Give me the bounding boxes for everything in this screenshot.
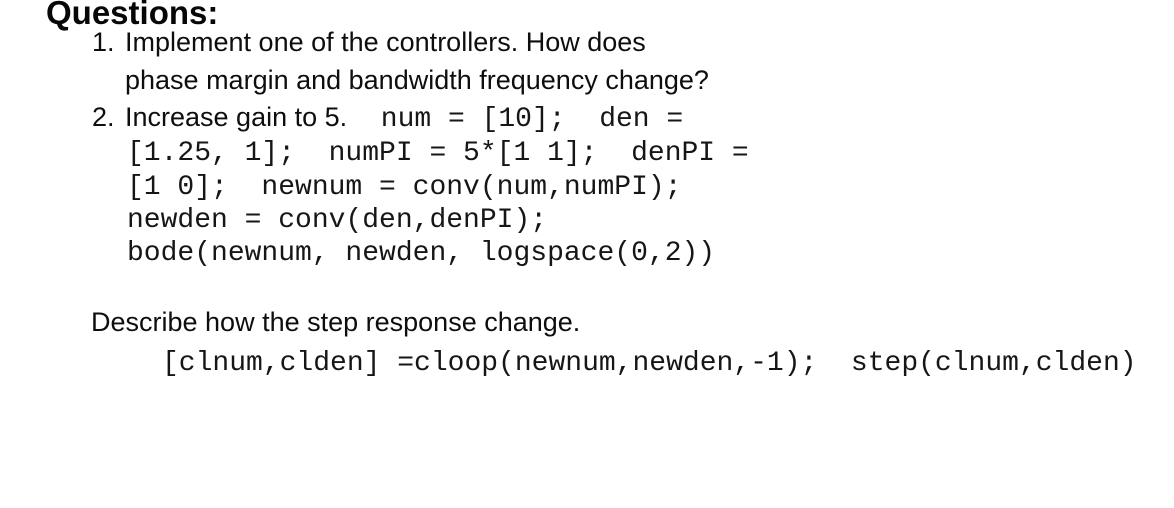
question-1-text-line-2: phase margin and bandwidth frequency cha… [125,65,709,95]
question-1-number: 1. [92,27,115,57]
question-2-inline-code: num = [10]; den = [347,104,684,135]
question-2-number: 2. [92,102,115,132]
followup-code-line: [clnum,clden] =cloop(newnum,newden,-1); … [162,348,1137,379]
question-2-intro-text: Increase gain to 5. [125,102,348,132]
code-line-2: [1 0]; newnum = conv(num,numPI); [127,172,682,203]
code-line-3: newden = conv(den,denPI); [127,205,548,236]
code-line-1: [1.25, 1]; numPI = 5*[1 1]; denPI = [127,138,749,169]
followup-prompt: Describe how the step response change. [91,307,581,337]
page-title: Questions: [46,0,219,31]
question-2-intro-line: Increase gain to 5. num = [10]; den = [125,104,683,134]
question-1-text-line-1: Implement one of the controllers. How do… [125,27,646,57]
code-line-4: bode(newnum, newden, logspace(0,2)) [127,238,716,269]
